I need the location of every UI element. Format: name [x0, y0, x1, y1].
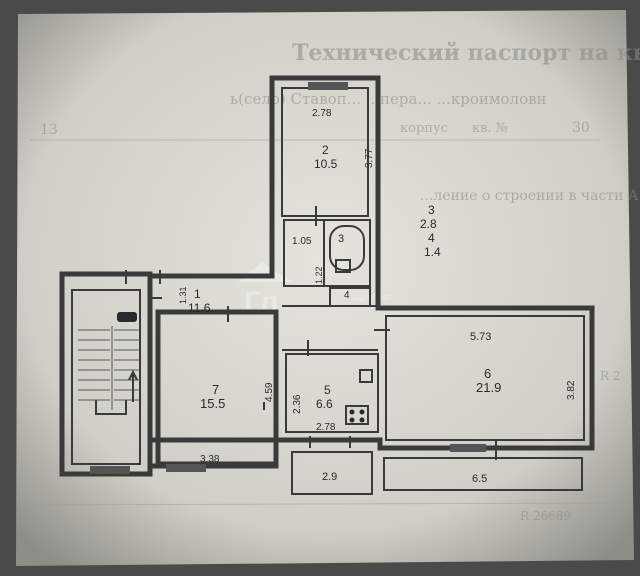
sink-icon	[359, 369, 373, 383]
paper-sheet	[16, 10, 634, 566]
stove-icon	[345, 405, 369, 425]
room-7-area: 15.5	[200, 396, 225, 411]
room-6-length-dim: 3.82	[566, 380, 577, 400]
balcony-large-dim: 6.5	[472, 473, 487, 485]
bathtub-icon	[329, 225, 365, 271]
wc-label: 4	[344, 290, 350, 301]
room-2-width-dim: 2.78	[312, 108, 332, 119]
doc-row-mid1: корпус	[400, 121, 448, 136]
balcony-small-dim: 2.9	[322, 471, 337, 483]
hall-width-dim: 1.31	[178, 286, 188, 304]
room-2-length-dim: 3.77	[364, 148, 375, 168]
kitchen-width-dim: 2.78	[316, 422, 336, 433]
room-7-width-dim: 3.38	[200, 454, 220, 465]
bath-label: 3	[338, 233, 344, 245]
room-6-number: 6	[484, 366, 491, 381]
room-3-number: 3	[428, 203, 435, 217]
room-4-area: 1.4	[424, 245, 441, 259]
balcony-small	[291, 451, 373, 495]
kitchen-outline	[285, 353, 379, 433]
room-5-number: 5	[324, 383, 331, 397]
room-2-area: 10.5	[314, 157, 338, 171]
doc-subtitle: ь(село) Ставоп... ...пера... ...кроимоло…	[230, 90, 547, 108]
doc-section: ...ление о строении в части А	[420, 188, 639, 204]
room-7-length-dim: 4.59	[264, 382, 275, 402]
room-4-number: 4	[428, 231, 435, 245]
doc-row-right: 30	[572, 120, 590, 136]
room-1-area: 11.6	[188, 301, 211, 315]
radiator-icon	[117, 312, 137, 322]
kitchen-length-dim: 2.36	[292, 394, 303, 414]
room-2-number: 2	[322, 143, 329, 157]
svg-text:адресная: адресная	[352, 292, 392, 302]
doc-row-left: 13	[40, 122, 58, 138]
doc-side-code: R 2	[600, 369, 620, 383]
room-7-number: 7	[212, 382, 219, 397]
stair-arrow-icon	[128, 369, 138, 402]
wc-length-dim: 1.22	[314, 266, 324, 284]
room-3-area: 2.8	[420, 217, 437, 231]
room-6-width-dim: 5.73	[470, 331, 491, 343]
bath-width-dim: 1.05	[292, 236, 312, 247]
room-1-number: 1	[194, 287, 201, 301]
room-5-area: 6.6	[316, 397, 333, 411]
doc-row-mid2: кв. №	[472, 121, 508, 136]
doc-title: Технический паспорт на кв	[292, 40, 640, 66]
room-6-area: 21.9	[476, 380, 501, 395]
balcony-large	[383, 457, 583, 491]
doc-bottom-code: R 26689	[520, 509, 571, 523]
